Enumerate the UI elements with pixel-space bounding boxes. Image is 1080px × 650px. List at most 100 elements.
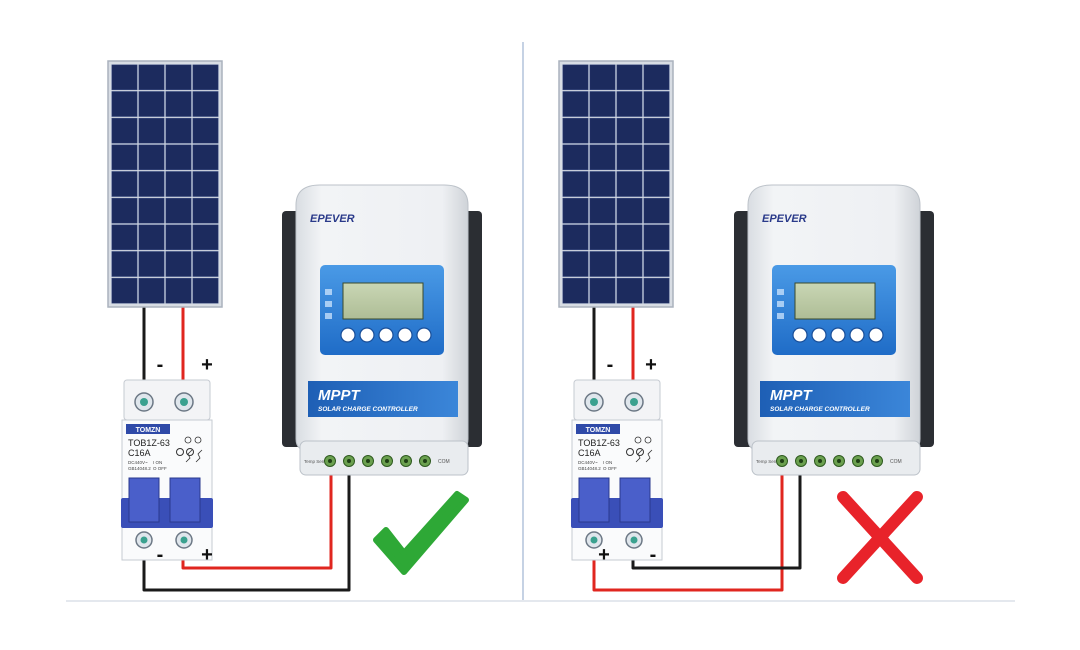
controller-subtitle: SOLAR CHARGE CONTROLLER (318, 406, 418, 413)
controller-band (308, 381, 458, 417)
solar-cell (643, 144, 670, 171)
controller-terminal-center (856, 459, 860, 463)
solar-cell (589, 91, 616, 117)
status-indicator (325, 313, 332, 319)
solar-cell (192, 171, 219, 197)
solar-cell (192, 117, 219, 144)
breaker-handle-right (169, 477, 201, 523)
solar-cell (192, 64, 219, 91)
controller-terminal-center (799, 459, 803, 463)
solar-cell (562, 277, 589, 304)
solar-cell (192, 144, 219, 171)
wire-output-positive (592, 474, 784, 592)
breaker-model: TOB1Z-63 (578, 438, 620, 448)
solar-cell (589, 144, 616, 171)
solar-cell (589, 197, 616, 224)
solar-cell (616, 224, 643, 251)
controller-terminal-center (385, 459, 389, 463)
solar-cell (562, 224, 589, 251)
polarity-bottom-positive: + (201, 544, 213, 566)
controller-brand: EPEVER (310, 213, 355, 225)
controller-band (760, 381, 910, 417)
solar-cell (192, 197, 219, 224)
solar-cell (589, 251, 616, 277)
ce-mark (176, 448, 184, 456)
controller-terminal-center (818, 459, 822, 463)
solar-cell (165, 171, 192, 197)
breaker-schematic (185, 449, 203, 463)
terminal-screw-center (590, 398, 598, 406)
breaker-brand: TOMZN (136, 427, 161, 434)
solar-cell (111, 144, 138, 171)
breaker-standard: GB14048.2 (578, 466, 601, 471)
solar-cell (111, 224, 138, 251)
controller-button (359, 327, 375, 343)
solar-cell (643, 171, 670, 197)
solar-panel-icon (107, 60, 223, 308)
breaker-voltage: DC440V~ (128, 460, 148, 465)
controller-terminal-center (366, 459, 370, 463)
controller-terminal-center (423, 459, 427, 463)
solar-cell (616, 64, 643, 91)
breaker-brand-badge (576, 424, 620, 434)
solar-cell (138, 171, 165, 197)
solar-cell (589, 64, 616, 91)
solar-cell (138, 251, 165, 277)
terminal-screw-center (180, 398, 188, 406)
status-indicator (777, 289, 784, 295)
solar-cell (111, 64, 138, 91)
polarity-bottom-negative: - (650, 544, 657, 566)
breaker-on-label: I ON (603, 460, 612, 465)
solar-cell (165, 64, 192, 91)
temp-sensor-label: Temp Sensor (304, 459, 331, 464)
solar-cell (192, 251, 219, 277)
ce-mark (626, 448, 634, 456)
status-indicator (777, 313, 784, 319)
solar-cell (562, 251, 589, 277)
status-indicator (777, 301, 784, 307)
solar-cell (165, 91, 192, 117)
solar-cell (165, 277, 192, 304)
breaker-off-label: O OFF (153, 466, 167, 471)
wire-output-negative (142, 474, 351, 592)
solar-cell (616, 251, 643, 277)
solar-cell (562, 91, 589, 117)
terminal-screw-center (630, 398, 638, 406)
polarity-top-negative: - (157, 354, 164, 376)
controller-terminal-center (875, 459, 879, 463)
terminal-screw-center (590, 536, 598, 544)
controller-button (792, 327, 808, 343)
breaker-symbol (184, 436, 192, 444)
breaker-off-label: O OFF (603, 466, 617, 471)
com-label: COM (890, 459, 902, 465)
controller-lcd-screen (342, 282, 424, 320)
breaker-symbol (194, 436, 202, 444)
polarity-bottom-positive: + (598, 544, 610, 566)
breaker-schematic (635, 449, 653, 463)
solar-cell (111, 277, 138, 304)
solar-cell (616, 171, 643, 197)
solar-cell (562, 197, 589, 224)
solar-cell (616, 91, 643, 117)
solar-cell (643, 277, 670, 304)
polarity-top-negative: - (607, 354, 614, 376)
solar-cell (138, 224, 165, 251)
solar-cell (589, 117, 616, 144)
solar-cell (562, 64, 589, 91)
solar-cell (111, 91, 138, 117)
solar-cell (616, 197, 643, 224)
solar-cell (616, 144, 643, 171)
solar-cell (643, 224, 670, 251)
controller-terminal-center (347, 459, 351, 463)
solar-cell (138, 277, 165, 304)
terminal-screw-center (140, 398, 148, 406)
breaker-on-label: I ON (153, 460, 162, 465)
solar-cell (138, 117, 165, 144)
breaker-handle-right (619, 477, 651, 523)
polarity-bottom-negative: - (157, 544, 164, 566)
controller-button (830, 327, 846, 343)
